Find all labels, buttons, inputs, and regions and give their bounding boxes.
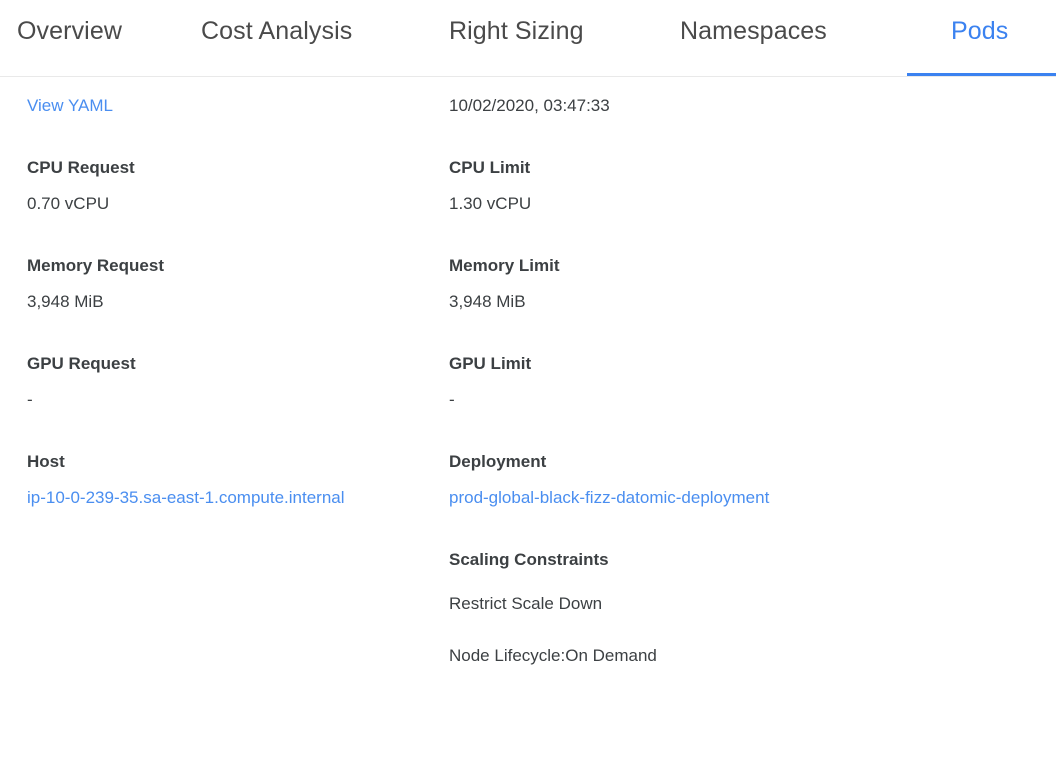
tab-namespaces-label: Namespaces bbox=[680, 17, 827, 45]
field-deployment-label: Deployment bbox=[449, 452, 547, 471]
scaling-constraints-label: Scaling Constraints bbox=[449, 550, 609, 569]
field-cpu-request-label: CPU Request bbox=[27, 158, 135, 177]
tab-overview[interactable]: Overview bbox=[0, 0, 201, 76]
tab-pods-underline bbox=[907, 73, 1056, 76]
field-cpu-limit-value: 1.30 vCPU bbox=[449, 194, 532, 213]
tab-right-sizing-label: Right Sizing bbox=[449, 17, 584, 45]
field-memory-limit-label: Memory Limit bbox=[449, 256, 560, 275]
field-gpu-limit-value: - bbox=[449, 390, 455, 409]
field-cpu-limit: CPU Limit 1.30 vCPU bbox=[449, 157, 880, 215]
field-deployment-value: prod-global-black-fizz-datomic-deploymen… bbox=[449, 487, 880, 509]
field-host: Host ip-10-0-239-35.sa-east-1.compute.in… bbox=[27, 451, 440, 509]
tab-namespaces[interactable]: Namespaces bbox=[680, 0, 907, 76]
detail-column-left: View YAML CPU Request 0.70 vCPU Memory R… bbox=[0, 95, 440, 707]
pod-start-timestamp: 10/02/2020, 03:47:33 bbox=[449, 96, 610, 115]
tab-pods-label: Pods bbox=[951, 17, 1009, 45]
tab-cost-analysis-label: Cost Analysis bbox=[201, 17, 353, 45]
field-gpu-request-value: - bbox=[27, 390, 33, 409]
field-host-value: ip-10-0-239-35.sa-east-1.compute.interna… bbox=[27, 487, 440, 509]
tab-bar: Overview Cost Analysis Right Sizing Name… bbox=[0, 0, 1056, 77]
tab-overview-label: Overview bbox=[17, 17, 122, 45]
view-yaml-row: View YAML bbox=[27, 95, 440, 117]
field-cpu-request: CPU Request 0.70 vCPU bbox=[27, 157, 440, 215]
pod-detail-panel: View YAML CPU Request 0.70 vCPU Memory R… bbox=[0, 77, 1056, 707]
field-gpu-limit: GPU Limit - bbox=[449, 353, 880, 411]
field-gpu-limit-label: GPU Limit bbox=[449, 354, 532, 373]
field-memory-request: Memory Request 3,948 MiB bbox=[27, 255, 440, 313]
field-host-label: Host bbox=[27, 452, 65, 471]
scaling-constraints-block: Scaling Constraints Restrict Scale Down … bbox=[449, 549, 880, 667]
field-cpu-request-value: 0.70 vCPU bbox=[27, 194, 110, 213]
field-gpu-request-label: GPU Request bbox=[27, 354, 136, 373]
field-memory-limit: Memory Limit 3,948 MiB bbox=[449, 255, 880, 313]
tab-pods[interactable]: Pods bbox=[907, 0, 1056, 76]
tab-cost-analysis[interactable]: Cost Analysis bbox=[201, 0, 449, 76]
detail-column-right: 10/02/2020, 03:47:33 CPU Limit 1.30 vCPU… bbox=[440, 95, 880, 707]
tab-list: Overview Cost Analysis Right Sizing Name… bbox=[0, 0, 1056, 76]
field-cpu-limit-label: CPU Limit bbox=[449, 158, 531, 177]
field-memory-request-label: Memory Request bbox=[27, 256, 164, 275]
deployment-link[interactable]: prod-global-black-fizz-datomic-deploymen… bbox=[449, 488, 770, 507]
field-memory-request-value: 3,948 MiB bbox=[27, 292, 104, 311]
field-memory-limit-value: 3,948 MiB bbox=[449, 292, 526, 311]
tab-right-sizing[interactable]: Right Sizing bbox=[449, 0, 680, 76]
constraint-restrict-scale-down: Restrict Scale Down bbox=[449, 594, 603, 613]
field-deployment: Deployment prod-global-black-fizz-datomi… bbox=[449, 451, 880, 509]
field-gpu-request: GPU Request - bbox=[27, 353, 440, 411]
view-yaml-link[interactable]: View YAML bbox=[27, 96, 113, 115]
constraint-node-lifecycle: Node Lifecycle:On Demand bbox=[449, 646, 657, 665]
host-link[interactable]: ip-10-0-239-35.sa-east-1.compute.interna… bbox=[27, 488, 345, 507]
